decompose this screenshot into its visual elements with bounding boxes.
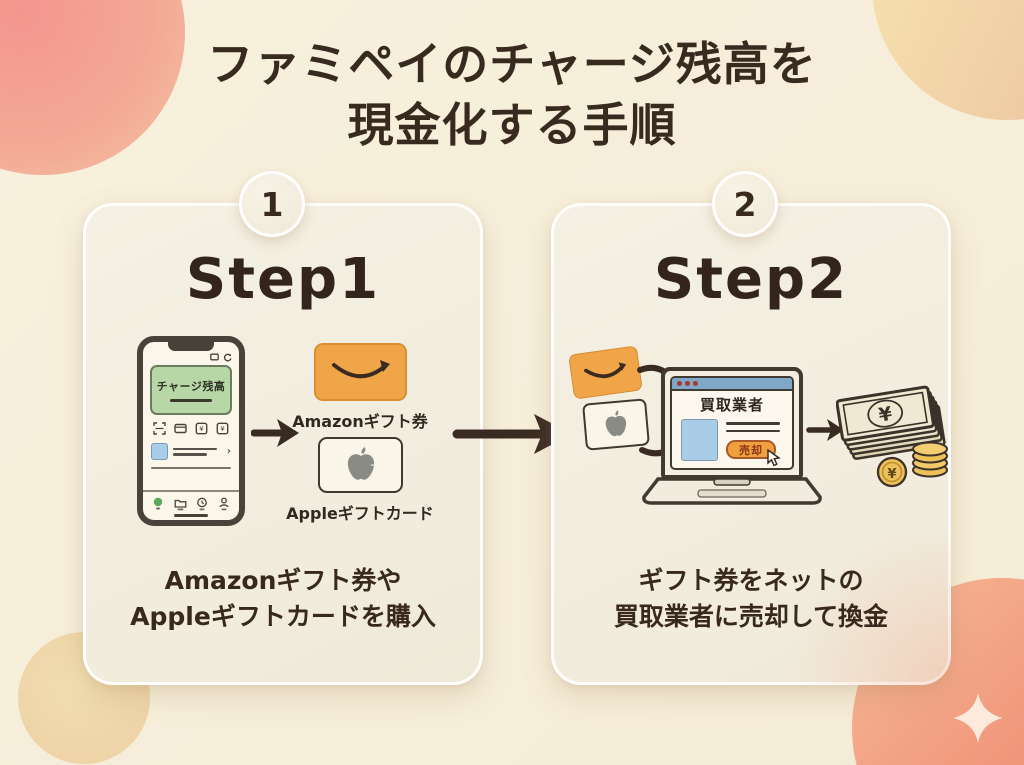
page-title-line1: ファミペイのチャージ残高を <box>207 37 817 91</box>
card-status-icon <box>210 353 219 361</box>
step1-caption-line1: Amazonギフト券や <box>164 566 402 595</box>
ticket-icon: ¥ <box>195 422 208 435</box>
coupon-icon: ¥ <box>216 422 229 435</box>
cursor-icon <box>767 449 781 467</box>
laptop-illustration: 買取業者 売却 <box>661 367 803 479</box>
refresh-icon <box>223 353 232 362</box>
svg-text:¥: ¥ <box>220 425 225 433</box>
yen-coin: ¥ <box>876 456 908 488</box>
browser-title-bar <box>672 378 792 391</box>
list-item-text-lines <box>173 447 222 456</box>
site-thumbnail <box>681 419 718 461</box>
list-item-thumbnail <box>151 443 168 460</box>
phone-notch <box>168 342 214 351</box>
window-dot-icon <box>677 381 682 386</box>
step1-number: 1 <box>260 184 284 224</box>
sell-button-label: 売却 <box>739 443 763 457</box>
step1-heading: Step1 <box>185 247 381 312</box>
amazon-smile-icon <box>331 360 390 379</box>
window-dot-icon <box>685 381 690 386</box>
arrow-right-icon <box>251 419 299 447</box>
step2-number: 2 <box>733 184 757 224</box>
phone-list-item: › <box>151 443 231 460</box>
phone-divider <box>151 467 231 469</box>
amazon-gift-card-small <box>568 345 643 400</box>
folder-nav-icon <box>174 499 187 511</box>
amazon-gift-card <box>314 343 407 401</box>
phone-bottom-nav <box>143 490 239 513</box>
step2-heading: Step2 <box>653 247 849 312</box>
page-title: ファミペイのチャージ残高を 現金化する手順 <box>0 34 1024 156</box>
buyback-site-content: 売却 <box>672 415 792 467</box>
wallet-icon <box>174 423 187 434</box>
apple-logo-icon <box>347 447 375 480</box>
apple-card-label: Appleギフトカード <box>286 504 434 523</box>
profile-nav-icon <box>219 497 229 511</box>
charge-balance-panel: チャージ残高 <box>150 365 232 415</box>
phone-shortcut-icons: ¥ ¥ <box>143 415 239 435</box>
site-text-line <box>726 429 780 432</box>
step2-caption: ギフト券をネットの 買取業者に売却して換金 <box>561 563 941 634</box>
phone-status-icons <box>143 351 239 362</box>
window-dot-icon <box>693 381 698 386</box>
balance-amount-placeholder <box>170 399 212 402</box>
amazon-card-label: Amazonギフト券 <box>292 412 428 431</box>
scan-icon <box>153 422 166 435</box>
page-title-line2: 現金化する手順 <box>347 98 677 153</box>
sparkle-icon <box>953 693 1003 743</box>
charge-balance-label: チャージ残高 <box>156 380 226 393</box>
smartphone-illustration: チャージ残高 ¥ ¥ › <box>137 336 245 526</box>
apple-gift-card <box>318 437 403 493</box>
coin-yen-symbol: ¥ <box>887 467 896 482</box>
chevron-right-icon: › <box>226 446 231 457</box>
buyback-website-window: 買取業者 売却 <box>670 376 794 470</box>
apple-logo-icon <box>605 410 627 437</box>
sell-button: 売却 <box>726 440 781 467</box>
svg-text:¥: ¥ <box>199 425 204 433</box>
laptop-base <box>642 477 822 505</box>
bill-yen-symbol: ¥ <box>877 403 894 427</box>
home-nav-icon <box>153 497 163 510</box>
step2-number-badge: 2 <box>712 171 778 237</box>
arrow-right-icon <box>806 419 844 441</box>
step1-number-badge: 1 <box>239 171 305 237</box>
clock-nav-icon <box>197 497 208 511</box>
buyback-site-title: 買取業者 <box>699 396 764 414</box>
step1-caption: Amazonギフト券や Appleギフトカードを購入 <box>93 563 473 634</box>
banknote-stack: ¥ <box>836 385 946 460</box>
amazon-smile-icon <box>583 361 626 378</box>
step2-caption-line1: ギフト券をネットの <box>638 566 864 595</box>
cash-illustration: ¥ ¥ <box>836 385 948 488</box>
coin-stack <box>912 441 948 478</box>
phone-home-indicator <box>174 514 208 517</box>
step1-caption-line2: Appleギフトカードを購入 <box>130 601 436 631</box>
site-text-line <box>726 422 780 425</box>
apple-gift-card-small <box>582 398 650 451</box>
step2-caption-line2: 買取業者に売却して換金 <box>613 601 889 631</box>
